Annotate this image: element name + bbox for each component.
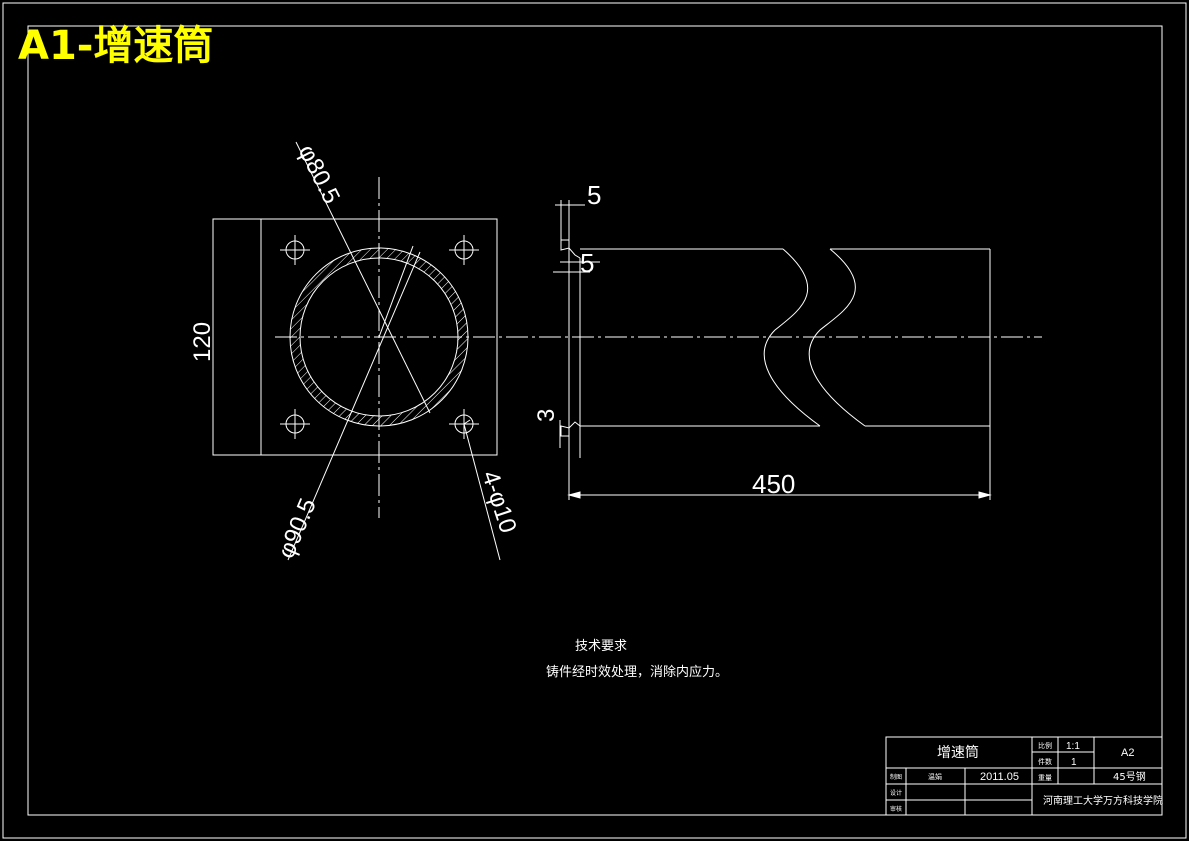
title-block-scale: 1:1: [1066, 741, 1080, 752]
front-view: [212, 141, 1042, 561]
title-block-label-quantity: 件数: [1038, 757, 1052, 766]
title-block: [885, 736, 1163, 816]
dim-5-second-label: 5: [580, 248, 594, 278]
sheet-title: A1-增速筒: [18, 23, 213, 69]
dim-5-top-label: 5: [587, 180, 601, 210]
dim-phi80-5-label: φ80.5: [293, 140, 345, 208]
title-block-drawer: 温娟: [928, 772, 942, 781]
leader-phi80-5-b: [378, 245, 414, 338]
title-block-label-reviewed: 审核: [890, 805, 902, 813]
tech-requirements-heading: 技术要求: [575, 639, 627, 654]
title-block-part-name: 增速筒: [937, 744, 979, 761]
dim-450-label: 450: [752, 469, 795, 499]
title-block-label-scale: 比例: [1038, 741, 1052, 750]
bolt-hole: [280, 409, 310, 439]
title-block-label-weight: 重量: [1038, 774, 1052, 782]
dim-holes-label: 4-φ10: [476, 468, 521, 537]
bolt-hole: [449, 235, 479, 265]
title-block-quantity: 1: [1071, 757, 1077, 768]
tech-requirements-item: 铸件经时效处理，消除内应力。: [546, 664, 728, 680]
step-profile-bottom: [560, 421, 581, 437]
dim-phi90-5-label: φ90.5: [273, 494, 322, 562]
flange-side-block: [212, 218, 262, 456]
title-block-sheet-size: A2: [1121, 747, 1134, 759]
leader-phi90-5: [287, 251, 421, 561]
title-block-material: 45号钢: [1113, 770, 1146, 783]
dim-450-arrow-right: [978, 491, 992, 499]
title-block-institution: 河南理工大学万方科技学院: [1043, 794, 1163, 807]
break-curve-right: [808, 248, 866, 427]
leader-phi80-5: [295, 141, 431, 414]
step-profile-top: [560, 239, 581, 259]
leader-holes-arrow: [463, 419, 471, 425]
inner-border: [27, 25, 1163, 816]
break-curve-left: [763, 248, 821, 427]
dim-450-arrow-left: [567, 491, 581, 499]
title-block-label-designed: 设计: [890, 789, 902, 797]
leader-holes: [463, 423, 501, 561]
dim-120-label: 120: [189, 322, 216, 362]
title-block-label-drawn: 制图: [890, 773, 902, 781]
side-view: [553, 200, 992, 500]
dim-3-label: 3: [533, 409, 560, 422]
title-block-date: 2011.05: [980, 771, 1019, 783]
bolt-hole: [280, 235, 310, 265]
